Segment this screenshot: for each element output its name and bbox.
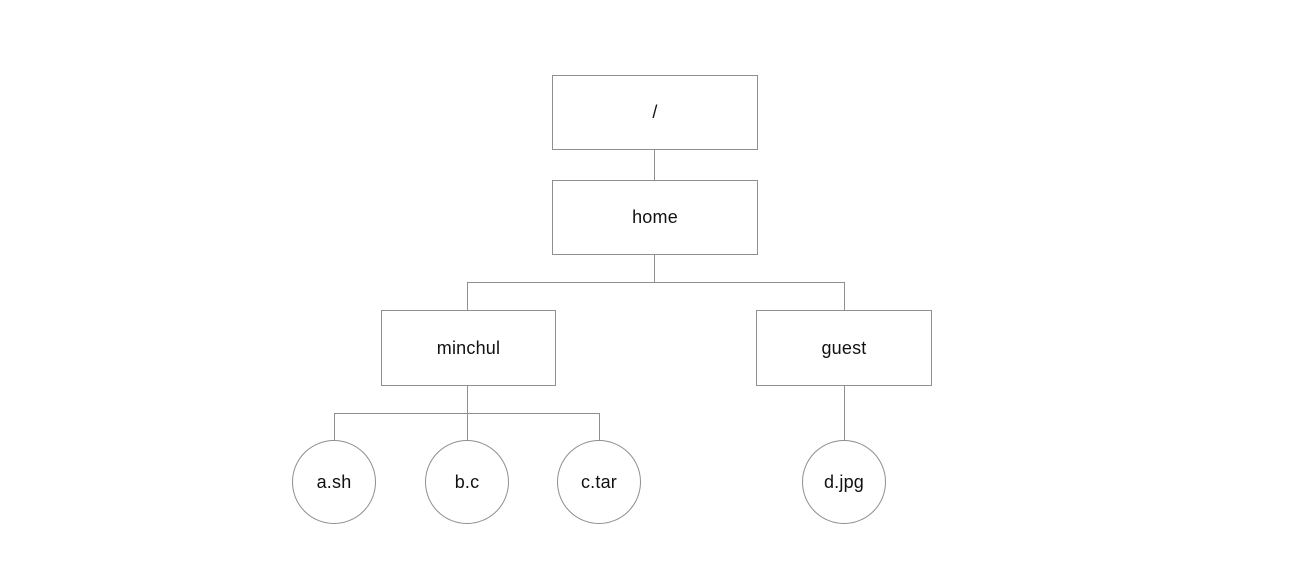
node-d-jpg-file: d.jpg [802, 440, 886, 524]
connector-home-stub [654, 255, 655, 283]
connector-root-to-home [654, 150, 655, 180]
node-minchul-label: minchul [436, 337, 501, 358]
connector-home-children-bus [467, 282, 845, 283]
node-d-jpg-label: d.jpg [823, 471, 865, 492]
connector-bus-to-minchul [467, 282, 468, 310]
node-c-tar-file: c.tar [557, 440, 641, 524]
node-b-c-file: b.c [425, 440, 509, 524]
node-b-c-label: b.c [454, 471, 480, 492]
connector-bus-to-c-tar [599, 413, 600, 441]
node-home-label: home [632, 207, 678, 227]
connector-bus-to-a-sh [334, 413, 335, 441]
node-a-sh-label: a.sh [316, 471, 352, 492]
connector-bus-to-b-c [467, 413, 468, 441]
node-root-directory: / [552, 75, 758, 150]
node-a-sh-file: a.sh [292, 440, 376, 524]
node-guest-label: guest [821, 337, 867, 358]
node-guest-directory: guest [756, 310, 932, 386]
node-c-tar-label: c.tar [580, 471, 617, 492]
node-home-directory: home [552, 180, 758, 255]
node-root-label: / [652, 102, 658, 122]
node-minchul-directory: minchul [381, 310, 556, 386]
connector-guest-to-d-jpg [844, 386, 845, 441]
connector-bus-to-guest [844, 282, 845, 310]
connector-minchul-stub [467, 386, 468, 414]
